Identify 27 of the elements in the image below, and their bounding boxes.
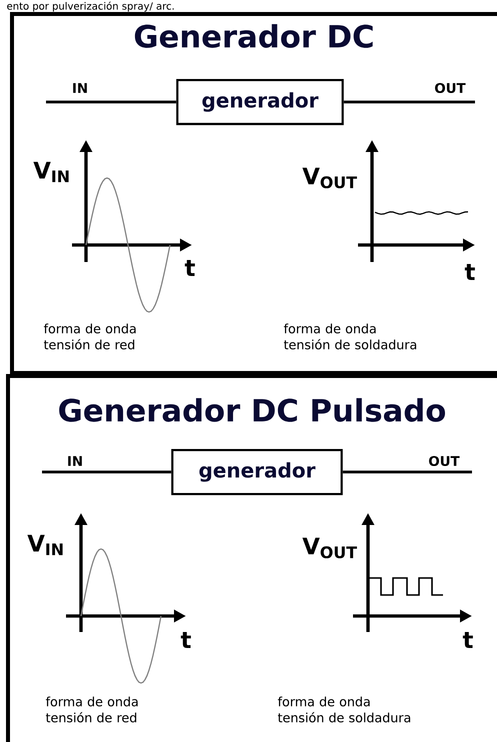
axis-label: V$_{OUT}$ — [302, 538, 357, 558]
waveform-caption: forma de onda tensión de red — [44, 324, 136, 350]
axis-label: t — [464, 264, 475, 280]
edge-label: IN — [68, 456, 82, 466]
waveform-caption: forma de onda tensión de red — [46, 696, 138, 722]
axis-label: t — [462, 632, 473, 648]
waveform-caption: forma de onda tensión de soldadura — [284, 324, 416, 350]
note-text: ento por pulverización spray/ arc. — [7, 2, 174, 12]
signal-line — [342, 470, 472, 474]
edge-label: OUT — [429, 456, 460, 466]
panel — [6, 374, 497, 742]
axis-label: V$_{IN}$ — [33, 162, 69, 182]
axis-label: t — [180, 632, 191, 648]
signal-line — [46, 100, 176, 104]
signal-line — [344, 100, 475, 104]
generator-box: generador — [171, 448, 343, 496]
title: Generador DC — [134, 24, 373, 48]
axis-label: V$_{OUT}$ — [302, 168, 357, 188]
panel — [10, 12, 497, 375]
generator-box: generador — [176, 78, 344, 126]
title: Generador DC Pulsado — [59, 398, 446, 422]
axis-label: V$_{IN}$ — [27, 534, 63, 556]
waveform-caption: forma de onda tensión de soldadura — [278, 696, 410, 722]
signal-line — [42, 470, 172, 474]
axis-label: t — [184, 260, 195, 276]
edge-label: IN — [73, 83, 87, 93]
edge-label: OUT — [435, 82, 466, 94]
